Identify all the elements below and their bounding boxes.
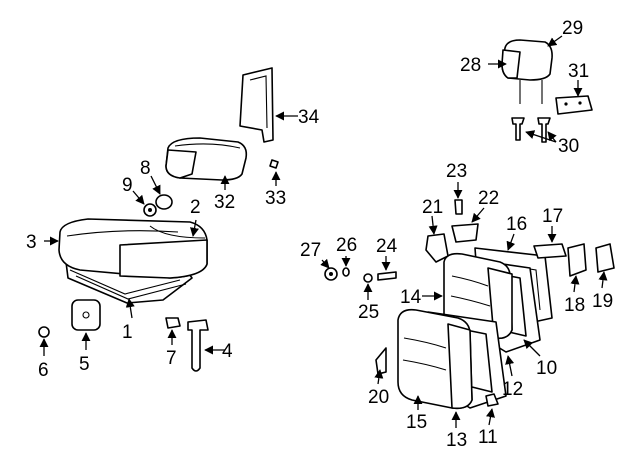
seat-back-panel-34	[239, 67, 274, 143]
callout-31: 31	[568, 61, 589, 82]
callout-5: 5	[79, 354, 90, 375]
headrest-29	[501, 39, 553, 104]
callout-14: 14	[400, 287, 422, 308]
callout-13: 13	[446, 430, 467, 451]
small-parts-right	[324, 199, 615, 407]
callout-22: 22	[478, 188, 499, 209]
callout-20: 20	[368, 387, 389, 408]
callout-9: 9	[122, 175, 133, 196]
callout-30: 30	[558, 136, 579, 157]
callout-25: 25	[358, 302, 379, 323]
callout-3: 3	[26, 232, 37, 253]
trim-piece-31	[555, 95, 593, 115]
callout-10: 10	[536, 358, 557, 379]
callout-4: 4	[222, 341, 233, 362]
callout-6: 6	[38, 360, 49, 381]
callout-17: 17	[542, 206, 563, 227]
seat-back-cushion-15	[397, 308, 473, 410]
callout-18: 18	[564, 295, 585, 316]
small-parts-left	[38, 159, 279, 372]
leader-lines	[39, 35, 608, 428]
callout-1: 1	[122, 322, 133, 343]
callout-11: 11	[478, 427, 498, 448]
callout-27: 27	[300, 240, 321, 261]
callout-2: 2	[190, 197, 201, 218]
callout-labels: 1 2 3 4 5 6 7 8 9 10 11 12 13 14 15 16 1…	[26, 18, 613, 451]
callout-33: 33	[265, 188, 286, 209]
callout-28: 28	[460, 55, 481, 76]
callout-16: 16	[506, 214, 527, 235]
callout-12: 12	[502, 379, 523, 400]
callout-8: 8	[140, 158, 151, 179]
callout-34: 34	[298, 107, 320, 128]
callout-23: 23	[446, 161, 467, 182]
callout-32: 32	[214, 192, 235, 213]
headrest-guides-30	[511, 117, 551, 143]
callout-19: 19	[592, 291, 613, 312]
callout-26: 26	[336, 235, 357, 256]
callout-29: 29	[562, 18, 583, 39]
callout-24: 24	[376, 236, 398, 257]
headrest-cushion-32	[165, 137, 248, 181]
callout-15: 15	[406, 412, 427, 433]
seat-cushion	[58, 218, 208, 279]
callout-21: 21	[422, 197, 443, 218]
callout-7: 7	[166, 348, 177, 369]
